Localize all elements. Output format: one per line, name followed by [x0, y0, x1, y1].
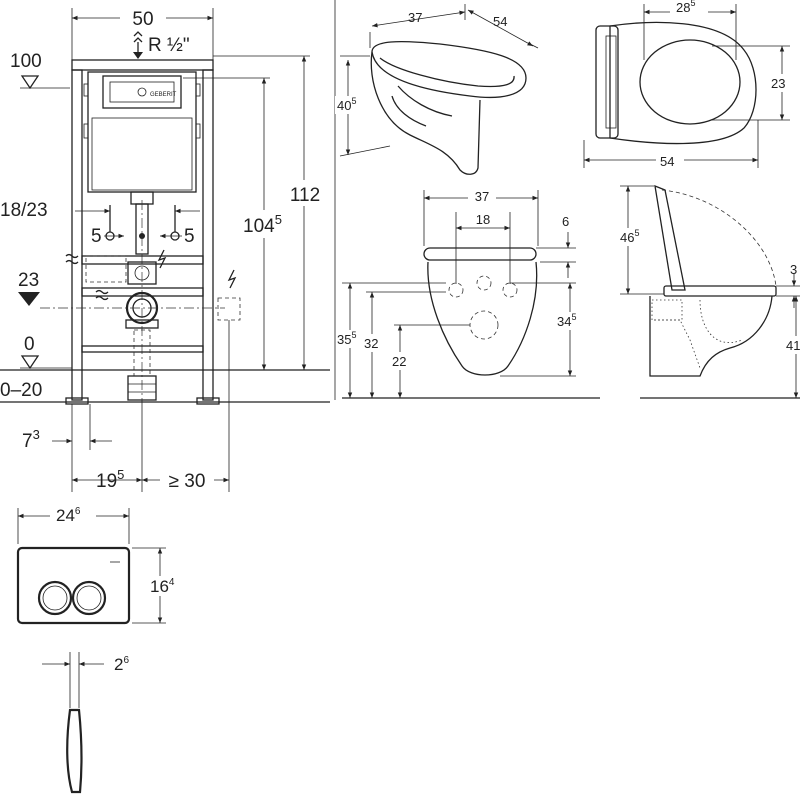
- flush-plate: [16, 546, 131, 625]
- bowl-profile-seat-height-label: 465: [620, 228, 639, 245]
- bowl-profile-floor-height-label: 41: [786, 338, 800, 353]
- flush-button-left: [37, 580, 73, 616]
- level-23-label: 23: [18, 270, 39, 291]
- depth-min-label: ≥ 30: [169, 471, 206, 492]
- bowl-front-bolt-label: 18: [476, 212, 490, 227]
- level-100-label: 100: [10, 51, 42, 72]
- thread-label: R ½": [148, 35, 190, 56]
- depth-a-label: 73: [22, 427, 40, 452]
- carrier-frame-view: 50 R ½" GEBERIT: [0, 6, 330, 492]
- plate-height-label: 164: [150, 577, 175, 596]
- bowl-top-inner-label: 23: [771, 76, 785, 91]
- bowl-front-rim-label: 6: [562, 214, 569, 229]
- bowl-side-length-label: 54: [493, 14, 507, 29]
- drain-spacing-label: 18/23: [0, 200, 48, 221]
- offset-right-label: 5: [184, 226, 195, 247]
- plate-thickness-label: 26: [114, 655, 129, 674]
- bowl-side-depth-label: 37: [408, 10, 422, 25]
- height-total-label: 112: [290, 185, 320, 206]
- bowl-top-view: 285 23 54: [583, 0, 796, 169]
- bowl-front-width-label: 37: [475, 189, 489, 204]
- bowl-front-height-a-label: 32: [364, 336, 378, 351]
- flush-plate-side-view: 26: [42, 652, 129, 794]
- bowl-top-width-label: 285: [676, 0, 695, 15]
- plate-width-label: 246: [56, 506, 81, 525]
- bowl-profile-view: 465 3 41: [618, 184, 800, 399]
- bowl-side-height-label: 405: [337, 96, 356, 113]
- bowl-front-height-total-label: 355: [337, 330, 356, 347]
- carrier-width-label: 50: [132, 9, 153, 30]
- bowl-front-height-c-label: 345: [557, 312, 576, 329]
- bowl-front-height-b-label: 22: [392, 354, 406, 369]
- depth-b-label: 195: [96, 467, 124, 492]
- offset-left-label: 5: [91, 226, 102, 247]
- bowl-side-view: 37 54 405: [335, 4, 539, 175]
- bowl-front-view: 37 18 6 345 355 32 22: [336, 186, 600, 399]
- flush-plate-front-view: 246 164: [16, 505, 182, 625]
- bowl-top-length-label: 54: [660, 154, 674, 169]
- flush-plate-profile: [66, 708, 83, 794]
- flush-button-right: [71, 580, 107, 616]
- brand-label: GEBERIT: [150, 92, 177, 98]
- level-0-label: 0: [24, 334, 35, 355]
- bowl-profile-seat-thickness-label: 3: [790, 262, 797, 277]
- height-flush-label: 1045: [243, 212, 282, 237]
- level-range-label: 0–20: [0, 380, 42, 401]
